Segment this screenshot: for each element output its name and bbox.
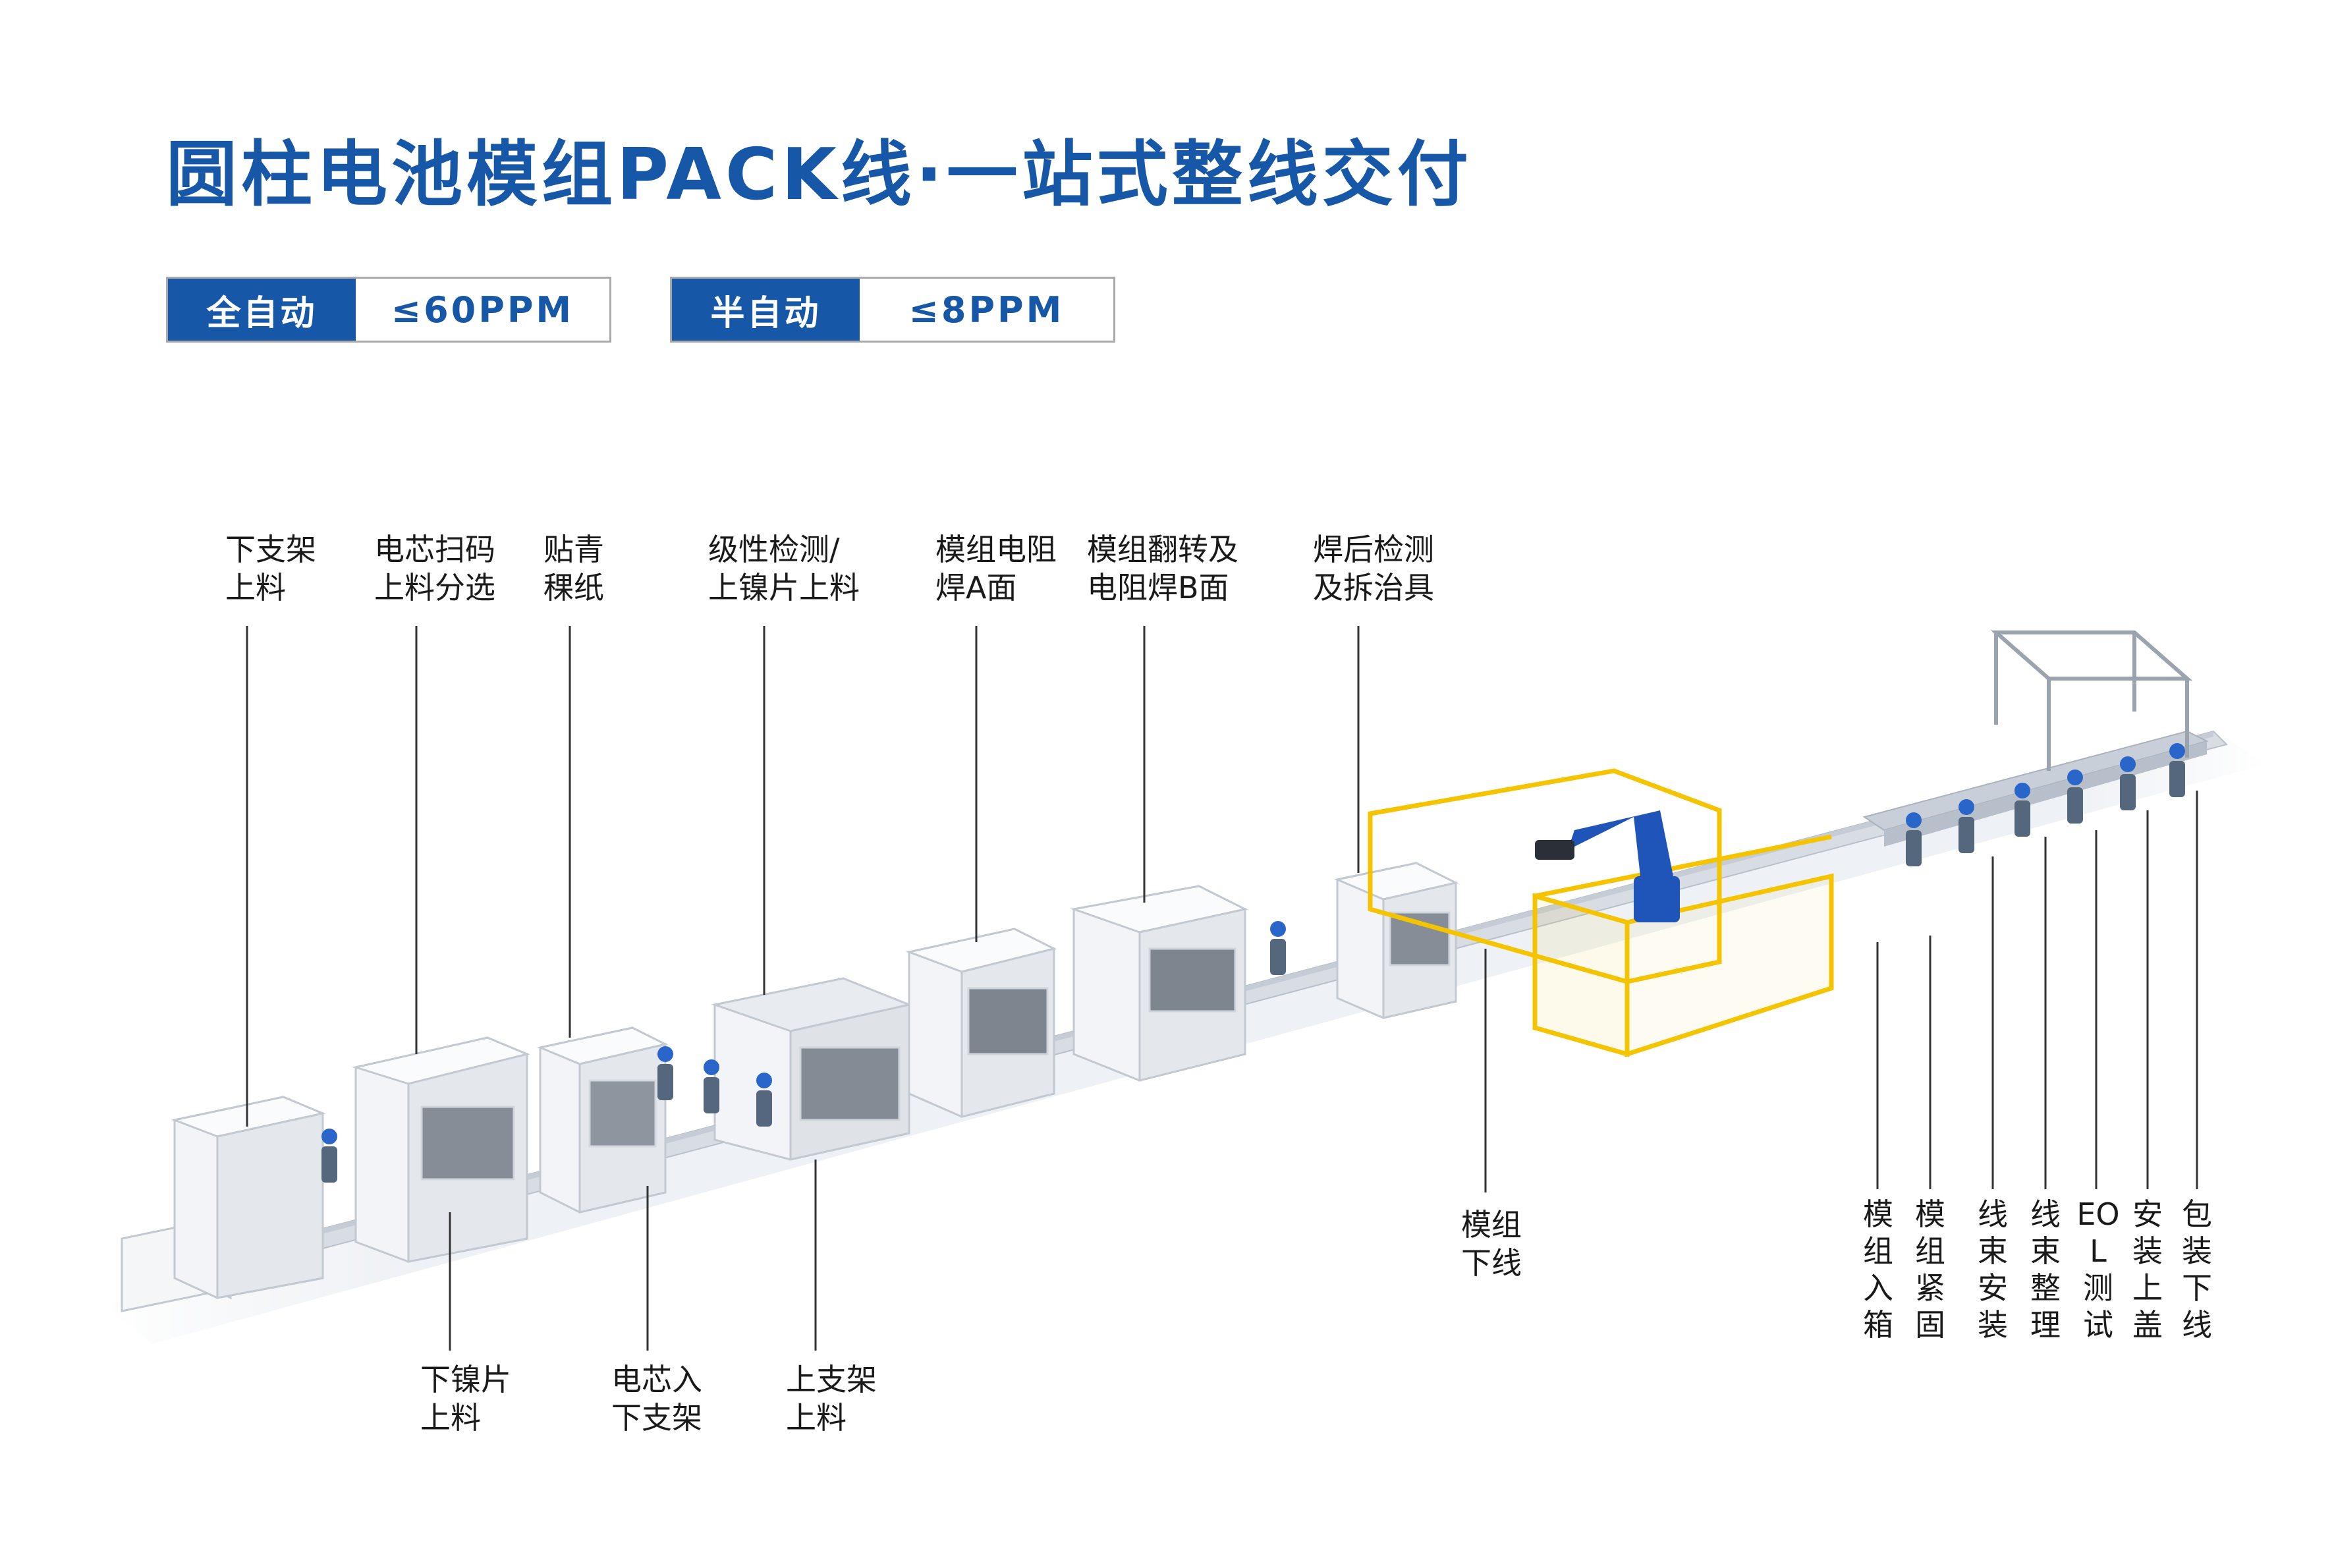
label-line: 电芯入	[611, 1362, 702, 1397]
label-line: 模组	[1461, 1207, 1522, 1243]
station-label-vertical: 线束整理	[2030, 1196, 2061, 1343]
machine-station	[1334, 862, 1459, 1019]
machine-station	[121, 1096, 326, 1312]
label-line: 模组电阻	[935, 532, 1057, 567]
label-line: 下支架	[611, 1400, 702, 1436]
label-line: 下支架	[225, 532, 316, 567]
station-label-vertical: 模组紧固	[1915, 1196, 1945, 1343]
badge-speed-value: ≤60PPM	[391, 289, 574, 331]
machine-station	[352, 1036, 530, 1263]
machine-station	[905, 928, 1057, 1118]
station-label-top: 模组翻转及 电阻焊B面	[1087, 530, 1238, 607]
label-line: 模组翻转及	[1087, 532, 1238, 567]
label-line: 电阻焊B面	[1087, 570, 1229, 605]
badge-mode-label: 半自动	[672, 279, 860, 341]
leader-lines	[246, 626, 2198, 1351]
label-line: 电芯扫码	[374, 532, 495, 567]
label-line: 上镍片上料	[708, 570, 860, 605]
label-line: 贴青	[543, 532, 604, 567]
label-line: 上料	[225, 570, 286, 605]
station-label-top: 下支架 上料	[225, 530, 316, 607]
badge-mode-label: 全自动	[168, 279, 356, 341]
page-title: 圆柱电池模组PACK线·一站式整线交付	[166, 134, 1472, 216]
machine-station	[536, 1026, 669, 1214]
station-label-top: 电芯扫码 上料分选	[374, 530, 495, 607]
station-label-vertical: 模组入箱	[1863, 1196, 1893, 1343]
label-line: 稞纸	[543, 570, 604, 605]
badge-full-auto: 全自动 ≤60PPM	[166, 277, 611, 343]
station-label-bottom: 下镍片 上料	[420, 1360, 511, 1437]
label-line: 及拆治具	[1313, 570, 1434, 605]
station-label-top: 模组电阻 焊A面	[935, 530, 1057, 607]
label-line: 焊后检测	[1313, 532, 1434, 567]
station-label-top: 焊后检测 及拆治具	[1313, 530, 1434, 607]
station-label-top: 贴青 稞纸	[543, 530, 604, 607]
label-line: 焊A面	[935, 570, 1017, 605]
label-line: 下镍片	[420, 1362, 511, 1397]
label-line: 上料	[420, 1400, 481, 1436]
station-label-bottom: 模组 下线	[1461, 1206, 1522, 1282]
label-line: 下线	[1461, 1245, 1522, 1281]
label-line: 级性检测/	[708, 532, 840, 567]
station-label-vertical: 线束安装	[1978, 1196, 2008, 1343]
station-label-top: 级性检测/ 上镍片上料	[708, 530, 860, 607]
station-label-bottom: 上支架 上料	[786, 1360, 877, 1437]
station-label-bottom: 电芯入 下支架	[611, 1360, 702, 1437]
label-line: 上料	[786, 1400, 847, 1436]
gantry-frame	[1991, 630, 2192, 771]
station-label-vertical: 安装上盖	[2132, 1196, 2163, 1343]
badge-semi-auto: 半自动 ≤8PPM	[670, 277, 1115, 343]
badge-speed-value: ≤8PPM	[908, 289, 1065, 331]
station-label-vertical: 包装下线	[2182, 1196, 2212, 1343]
machine-station	[711, 977, 913, 1161]
worker-figure	[321, 743, 2185, 1183]
robot-arm	[1535, 810, 1680, 922]
label-line: 上支架	[786, 1362, 877, 1397]
label-line: 上料分选	[374, 570, 495, 605]
station-label-vertical: EOL测试	[2076, 1196, 2120, 1343]
machine-station	[1070, 885, 1248, 1082]
